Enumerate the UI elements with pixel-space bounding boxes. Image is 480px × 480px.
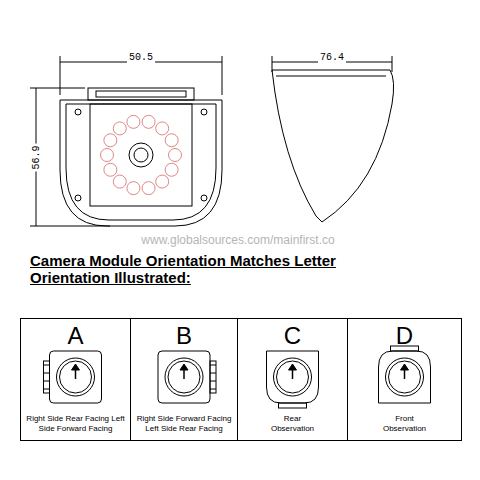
led: [142, 182, 155, 195]
panel-letter: B: [131, 323, 237, 349]
led: [113, 122, 126, 135]
panel-caption: Rear Observation: [263, 414, 323, 434]
led: [156, 122, 169, 135]
heading: Camera Module Orientation Matches Letter…: [30, 252, 360, 286]
panel-letter: A: [21, 323, 130, 349]
panel-caption: Right Side Rear Facing Left Side Forward…: [24, 414, 128, 434]
led: [101, 149, 114, 162]
panel-caption: Right Side Forward Facing Left Side Rear…: [132, 414, 236, 434]
dimension-label: 50.5: [127, 52, 155, 63]
orientation-panel: A Right Side Rear Facing Left Side Forwar…: [20, 318, 131, 441]
front-view: [30, 56, 222, 226]
led: [104, 163, 117, 176]
camera-icon: [44, 351, 102, 403]
panel-letter: C: [238, 323, 347, 349]
led: [156, 175, 169, 188]
led: [165, 163, 178, 176]
camera-icon: [379, 346, 431, 403]
led: [165, 134, 178, 147]
panel-letter: D: [348, 323, 461, 349]
panel-caption: Front Observation: [375, 414, 435, 434]
side-view: [272, 56, 394, 222]
camera-icon: [158, 351, 216, 403]
led: [127, 115, 140, 128]
led: [104, 134, 117, 147]
watermark: www.globalsources.com/mainfirst.co: [141, 233, 334, 247]
dimension-label: 76.4: [318, 52, 346, 63]
orientation-panel: D Front Observation: [347, 318, 462, 441]
led: [113, 175, 126, 188]
dimension-label: 56.9: [30, 143, 41, 171]
orientation-panel: C Rear Observation: [237, 318, 348, 441]
led: [142, 115, 155, 128]
led: [127, 182, 140, 195]
led: [169, 149, 182, 162]
orientation-panel: B Right Side Forward Facing Left Side Rea…: [130, 318, 238, 441]
camera-icon: [267, 351, 319, 408]
